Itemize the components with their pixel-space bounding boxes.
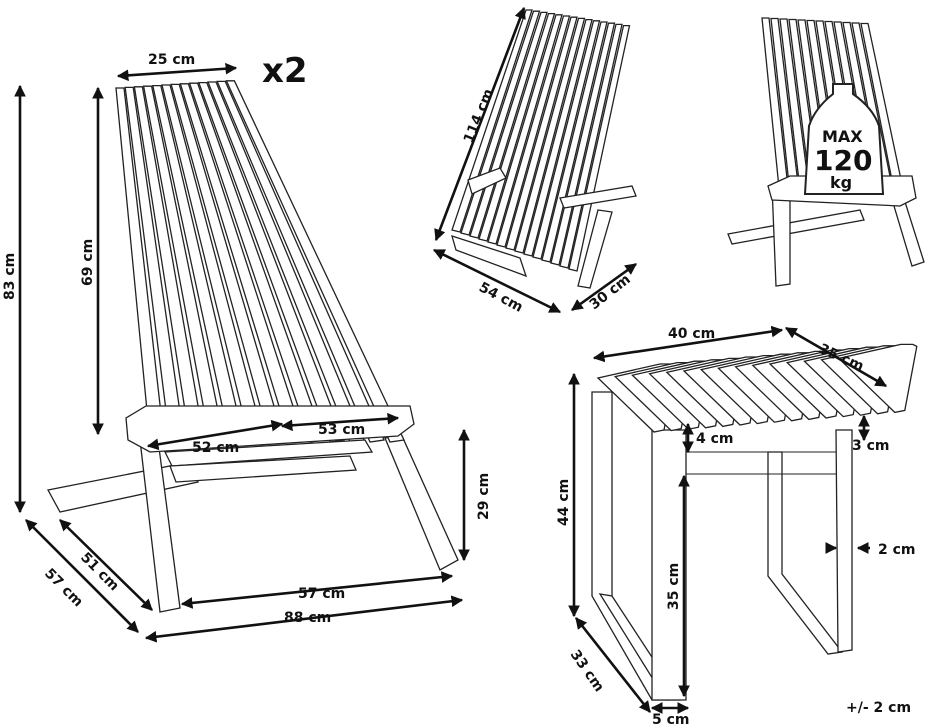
seat-width-label: 53 cm <box>318 422 365 438</box>
backrest-slats <box>115 80 405 443</box>
main-chair-dimension-lines <box>14 62 470 643</box>
table-height-label: 44 cm <box>556 479 572 526</box>
folded-thickness-label: 30 cm <box>587 271 634 313</box>
folded-chair-drawing <box>451 9 637 289</box>
leg-span-label: 57 cm <box>298 586 345 602</box>
back-height-label: 69 cm <box>80 239 96 286</box>
base-depth-inner-label: 51 cm <box>77 550 122 595</box>
table-base-depth-label: 33 cm <box>567 647 607 695</box>
seat-height-label: 29 cm <box>476 473 492 520</box>
side-table-drawing <box>591 343 918 701</box>
table-leg-width-label: 5 cm <box>652 712 690 728</box>
folded-chair-dimension-lines <box>432 6 637 314</box>
back-width-label: 25 cm <box>148 52 195 68</box>
weight-badge-unit: kg <box>830 173 852 192</box>
folded-chair-slat <box>559 23 623 269</box>
table-top-thickness-label: 4 cm <box>696 431 734 447</box>
total-height-label: 83 cm <box>2 253 18 300</box>
table-width-label: 40 cm <box>668 326 715 342</box>
folded-width-label: 54 cm <box>476 279 525 315</box>
table-apron-label: 3 cm <box>852 438 890 454</box>
backrest-slat <box>216 80 385 443</box>
weight-badge-max: MAX <box>822 127 863 146</box>
table-frame-thickness-label: 2 cm <box>878 542 916 558</box>
weight-badge-value: 120 <box>814 144 872 177</box>
tolerance-note: +/- 2 cm <box>846 700 911 716</box>
main-chair-drawing <box>47 80 459 613</box>
weight-badge: MAX 120 kg <box>803 83 885 195</box>
under-seat-slats <box>163 439 374 483</box>
seat-depth-label: 52 cm <box>192 440 239 456</box>
side-table-dimension-lines <box>568 325 888 714</box>
table-leg-height-label: 35 cm <box>666 563 682 610</box>
quantity-label: x2 <box>262 51 308 91</box>
table-top-slats <box>596 343 918 433</box>
total-depth-label: 88 cm <box>284 610 331 626</box>
